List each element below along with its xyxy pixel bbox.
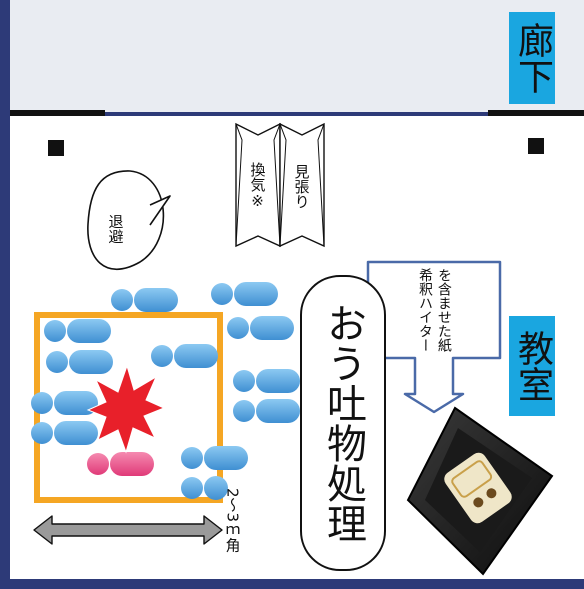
student-affected (87, 452, 154, 476)
tray-with-paper (406, 406, 554, 576)
wall-left (10, 110, 105, 116)
student-5 (46, 350, 113, 374)
classroom-label-text: 教室 (512, 330, 553, 402)
student-9 (233, 399, 300, 423)
evacuate-bubble: 退避 (100, 196, 132, 262)
student-1 (111, 288, 178, 312)
evacuate-text: 退避 (106, 214, 125, 244)
size-text: 2～3ｍ角 (223, 487, 242, 553)
classroom-label: 教室 (509, 316, 555, 416)
student-10 (31, 421, 98, 445)
student-4 (44, 319, 111, 343)
title-box: おう吐物処理 (300, 275, 386, 571)
wall-right (488, 110, 584, 116)
corridor-label-text: 廊下 (512, 22, 553, 94)
student-7 (233, 369, 300, 393)
watch-label: 見張り (282, 140, 322, 232)
students (31, 282, 300, 500)
watch-scroll (279, 122, 325, 248)
student-6 (151, 344, 218, 368)
ventilation-label: 換気※ (238, 140, 278, 232)
callout-arrow (366, 260, 502, 414)
door-marker-left (48, 140, 64, 156)
paper-line-1: 希釈ハイター (417, 268, 433, 352)
student-3 (227, 316, 294, 340)
watch-text: 見張り (292, 163, 311, 209)
page-title: おう吐物処理 (320, 303, 366, 543)
corridor-area (10, 0, 584, 112)
size-arrow (33, 515, 223, 545)
corridor-label: 廊下 (509, 12, 555, 104)
paper-callout: 希釈ハイター を含ませた紙 (368, 262, 500, 358)
student-12 (181, 476, 228, 500)
ventilation-text: 換気※ (248, 162, 267, 210)
student-8 (31, 391, 98, 415)
ventilation-scroll (235, 122, 281, 248)
size-label: 2～3ｍ角 (222, 470, 244, 570)
student-2 (211, 282, 278, 306)
vomit-burst (86, 364, 166, 454)
student-11 (181, 446, 248, 470)
door-marker-right (528, 138, 544, 154)
speech-bubble (87, 170, 171, 271)
paper-line-2: を含ませた紙 (435, 268, 452, 352)
